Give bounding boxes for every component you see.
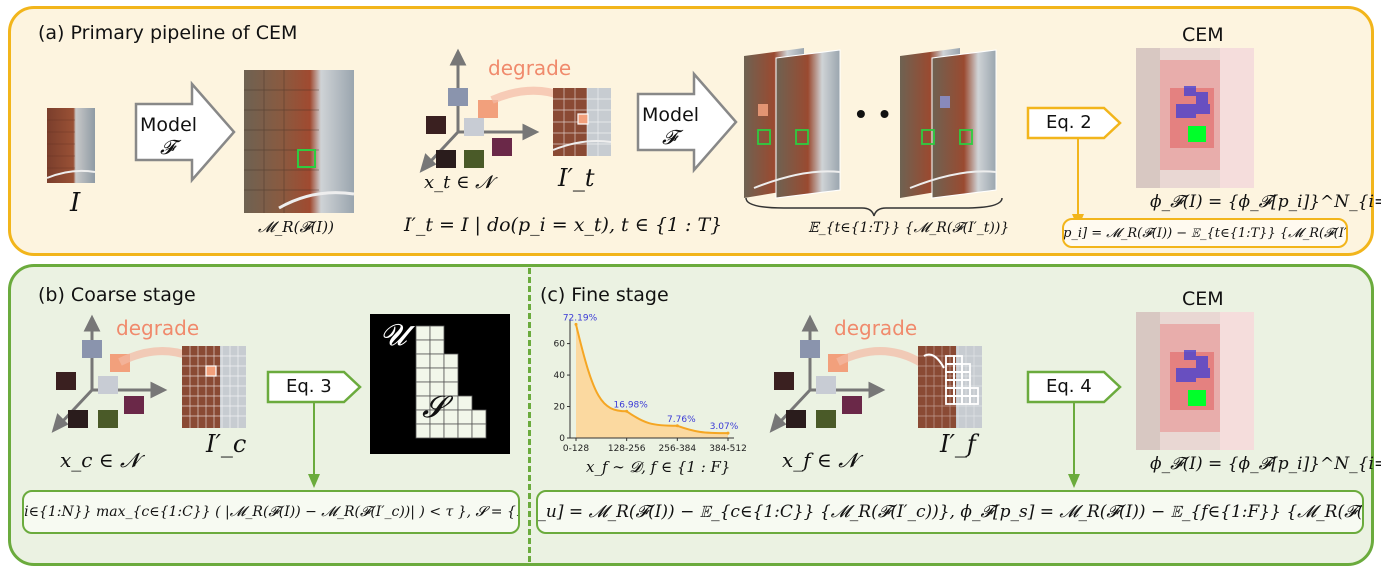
phi-pi-formula: ϕ_𝓕[p_i] = 𝓜_R(𝓕(I)) − 𝔼_{t∈{1:T}} {𝓜_R(… xyxy=(1063,225,1347,241)
expectation-a-label: 𝔼_{t∈{1:T}} {𝓜_R(𝓕(I′_t))} xyxy=(808,220,1010,236)
xt-in-n-label: x_t ∈ 𝓝 xyxy=(424,172,493,193)
eq4-tag-shape xyxy=(1026,370,1122,404)
expectation-brace xyxy=(745,197,1003,217)
chart-value-label-2: 7.76% xyxy=(667,415,696,425)
eq4-tag: Eq. 4 xyxy=(1046,376,1092,397)
perturbed-outputs-stack-1 xyxy=(744,48,841,199)
panel-c-title: (c) Fine stage xyxy=(540,284,669,306)
fine-formula-box: ϕ_𝓕[p_u] = 𝓜_R(𝓕(I)) − 𝔼_{c∈{1:C}} {𝓜_R(… xyxy=(536,490,1364,534)
cem-title-c: CEM xyxy=(1182,288,1224,310)
chart-xtick-label-1: 128-256 xyxy=(608,444,646,454)
model-arrow-1 xyxy=(134,80,236,184)
chart-value-label-1: 16.98% xyxy=(614,400,649,410)
fine-formula: ϕ_𝓕[p_u] = 𝓜_R(𝓕(I)) − 𝔼_{c∈{1:C}} {𝓜_R(… xyxy=(537,502,1364,522)
phi-set-a: ϕ_𝓕(I) = {ϕ_𝓕[p_i]}^N_{i=1} xyxy=(1150,192,1381,212)
eq4-down-arrow xyxy=(1068,402,1080,488)
degraded-image-c xyxy=(182,346,246,428)
xc-in-n-label: x_c ∈ 𝓝 xyxy=(60,448,140,472)
cem-heatmap-c xyxy=(1136,312,1254,450)
mask-grid xyxy=(370,314,510,454)
degrade-label-a: degrade xyxy=(488,56,572,80)
chart-value-label-0: 72.19% xyxy=(563,313,598,323)
eq2-tag-shape xyxy=(1026,106,1122,140)
chart-value-label-3: 3.07% xyxy=(710,422,739,432)
input-image-thumb xyxy=(46,108,96,183)
model-symbol-1: 𝓕 xyxy=(160,135,182,159)
model-arrow-2: Model 𝓕 xyxy=(636,70,738,174)
chart-area xyxy=(576,324,728,438)
patch-space-axes-a xyxy=(419,48,540,173)
eq2-down-arrow xyxy=(1072,138,1084,228)
if-prime-label: I′_f xyxy=(940,430,976,458)
degrade-label-c: degrade xyxy=(834,316,918,340)
model-label-2: Model xyxy=(642,104,699,126)
model-label-1: Model xyxy=(140,114,197,136)
mask-s-label: 𝓢 xyxy=(422,390,446,425)
it-prime-label: I′_t xyxy=(558,164,595,192)
panel-a-title: (a) Primary pipeline of CEM xyxy=(38,22,298,44)
mask-u-label: 𝓤 xyxy=(380,318,407,353)
eq3-tag-shape xyxy=(266,370,362,404)
intervention-formula: I′_t = I | do(p_i = x_t), t ∈ {1 : T} xyxy=(404,214,723,236)
degraded-image-t xyxy=(552,88,612,156)
xf-in-n-label: x_f ∈ 𝓝 xyxy=(782,448,858,472)
chart-line xyxy=(575,324,729,435)
degrade-label-b: degrade xyxy=(116,316,200,340)
chart-point-1 xyxy=(625,409,629,413)
chart-ytick-label-2: 40 xyxy=(554,371,566,381)
u-formula-box: 𝓤 = { 𝕀_{i∈{1:N}} max_{c∈{1:C}} ( |𝓜_R(𝓕… xyxy=(22,490,520,534)
phi-pi-formula-box: ϕ_𝓕[p_i] = 𝓜_R(𝓕(I)) − 𝔼_{t∈{1:T}} {𝓜_R(… xyxy=(1062,218,1348,248)
chart-xtick-label-2: 256-384 xyxy=(659,444,697,454)
model-output-image xyxy=(244,70,355,213)
phi-set-c: ϕ_𝓕(I) = {ϕ_𝓕[p_i]}^N_{i=1} xyxy=(1150,454,1381,474)
degraded-image-f xyxy=(918,346,982,428)
chart-point-3 xyxy=(726,431,730,435)
ic-prime-label: I′_c xyxy=(206,430,247,458)
chart-ytick-label-3: 60 xyxy=(554,340,566,350)
perturbed-outputs-stack-2 xyxy=(900,48,997,199)
eq2-tag: Eq. 2 xyxy=(1046,112,1092,133)
chart-point-2 xyxy=(675,424,679,428)
chart-point-0 xyxy=(574,322,578,326)
xf-dist-label: x_f ∼ 𝓓, f ∈ {1 : F} xyxy=(586,458,731,476)
model-output-label: 𝓜_R(𝓕(I)) xyxy=(258,218,334,236)
model-arrow-1-text: Model 𝓕 xyxy=(140,114,197,159)
u-formula: 𝓤 = { 𝕀_{i∈{1:N}} max_{c∈{1:C}} ( |𝓜_R(𝓕… xyxy=(24,504,518,520)
chart-xtick-label-0: 0-128 xyxy=(563,444,589,454)
patch-space-axes-c xyxy=(769,314,886,433)
eq3-down-arrow xyxy=(308,402,320,488)
input-image-label: I xyxy=(70,188,81,218)
panel-b-title: (b) Coarse stage xyxy=(38,284,196,306)
eq3-tag: Eq. 3 xyxy=(286,376,332,397)
chart-ytick-label-1: 20 xyxy=(554,403,566,413)
cem-heatmap-a xyxy=(1136,48,1254,188)
stage-divider xyxy=(528,268,531,562)
chart-ytick-label-0: 0 xyxy=(559,434,565,444)
chart-xtick-label-3: 384-512 xyxy=(709,444,747,454)
distribution-chart: 0 20 40 60 0-128 128-256 256-384 384-512 72.19% 1… xyxy=(554,313,747,454)
cem-title-a: CEM xyxy=(1182,24,1224,46)
